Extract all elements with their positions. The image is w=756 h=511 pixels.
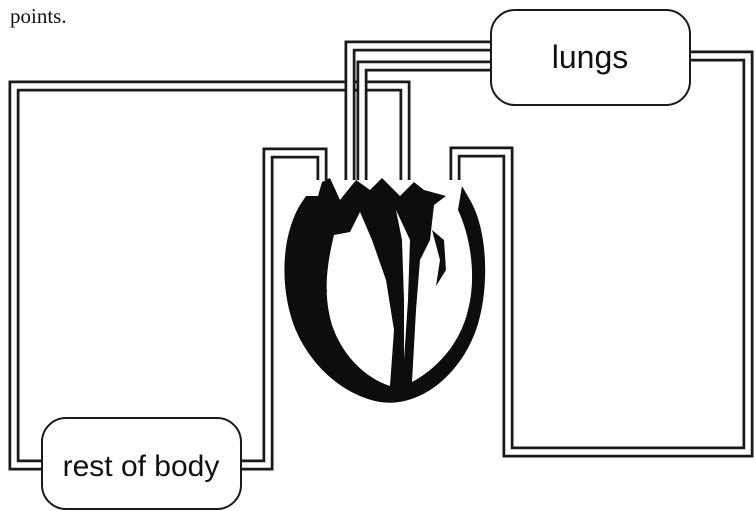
rest-of-body-label: rest of body	[63, 450, 220, 483]
lungs-label: lungs	[552, 39, 629, 75]
rest-of-body-box: rest of body	[42, 418, 241, 509]
heart-icon	[284, 178, 485, 403]
vessel-lungs-right-loop	[455, 56, 748, 452]
lungs-box: lungs	[491, 10, 690, 105]
